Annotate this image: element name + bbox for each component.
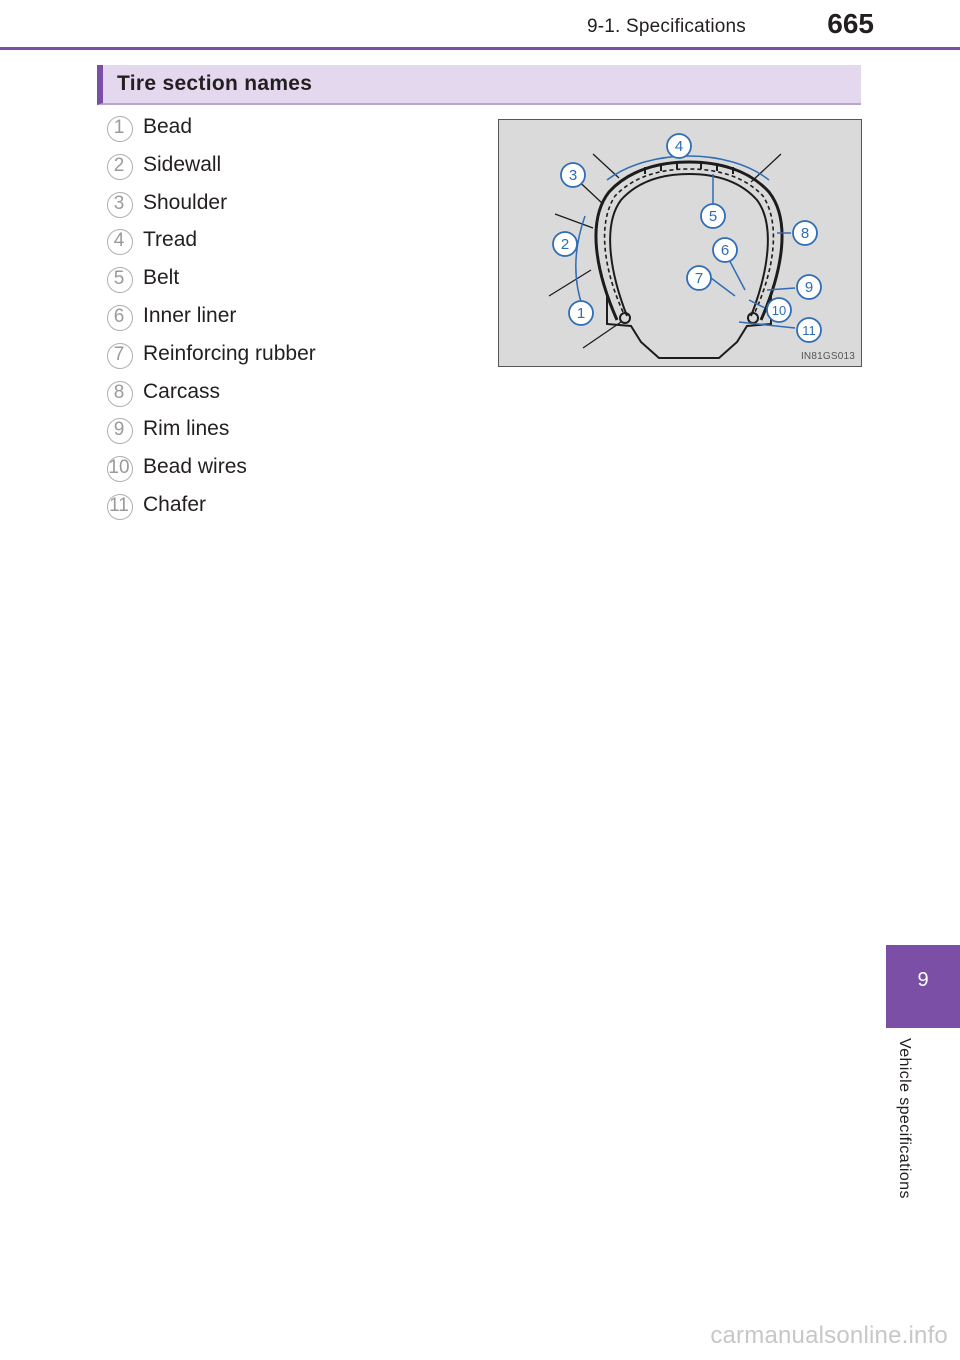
callout-label-11: 11 <box>802 323 816 338</box>
part-label: Reinforcing rubber <box>143 341 316 365</box>
item-number-badge: 8 <box>107 380 133 407</box>
tire-inner-outline <box>609 172 769 317</box>
callout-label-4: 4 <box>675 138 683 155</box>
part-label: Bead wires <box>143 455 247 479</box>
item-number-badge: 5 <box>107 267 133 294</box>
list-item: 3 Shoulder <box>100 188 480 226</box>
callout-markers <box>552 133 822 343</box>
item-number-badge: 10 <box>107 456 133 483</box>
callout-label-9: 9 <box>805 279 813 296</box>
tire-cross-section-figure: 1 2 3 4 5 6 7 8 9 10 11 IN81GS013 <box>498 119 862 367</box>
list-item: 11 Chafer <box>100 490 480 528</box>
page-number: 665 <box>827 8 874 39</box>
list-item: 8 Carcass <box>100 377 480 415</box>
callout-5 <box>700 203 726 229</box>
tire-outer-outline <box>594 160 784 321</box>
part-label: Rim lines <box>143 417 230 441</box>
item-number-badge: 11 <box>107 493 133 520</box>
tread-grooves <box>644 162 734 174</box>
callout-label-1: 1 <box>577 305 585 322</box>
item-number-badge: 6 <box>107 304 133 331</box>
part-label: Belt <box>143 266 180 290</box>
callout-8 <box>792 220 818 246</box>
chapter-tab[interactable]: 9 <box>886 945 960 1028</box>
page-header: 9-1. Specifications 665 <box>0 0 960 50</box>
chapter-number: 9 <box>917 969 929 991</box>
sidewall-dimension-arc <box>575 215 586 309</box>
callout-6 <box>712 237 738 263</box>
callout-label-3: 3 <box>569 167 577 184</box>
watermark: carmanualsonline.info <box>710 1322 948 1349</box>
bead-wire-right <box>747 312 759 324</box>
callout-label-2: 2 <box>561 236 569 253</box>
list-item: 9 Rim lines <box>100 414 480 452</box>
section-title: Tire section names <box>117 72 313 95</box>
item-number-badge: 9 <box>107 418 133 445</box>
callout-2 <box>552 231 578 257</box>
callout-9 <box>796 274 822 300</box>
part-label: Tread <box>143 228 198 252</box>
callout-4 <box>666 133 692 159</box>
section-heading-bar: Tire section names <box>97 65 861 105</box>
list-item: 4 Tread <box>100 225 480 263</box>
list-item: 1 Bead <box>100 112 480 150</box>
header-section-title: 9-1. Specifications <box>586 16 746 37</box>
list-item: 6 Inner liner <box>100 301 480 339</box>
callout-label-7: 7 <box>695 270 703 287</box>
header-rule <box>0 47 960 50</box>
tire-parts-list: 1 Bead 2 Sidewall 3 Shoulder 4 Tread 5 Belt 6… <box>100 112 480 528</box>
figure-code: IN81GS013 <box>800 351 855 362</box>
tire-cross-section-diagram: 1 2 3 4 5 6 7 8 9 10 11 <box>548 133 822 359</box>
part-label: Chafer <box>143 492 207 516</box>
callout-3 <box>560 162 586 188</box>
part-label: Carcass <box>143 379 221 403</box>
callout-label-8: 8 <box>801 225 809 242</box>
callout-7 <box>686 265 712 291</box>
item-number-badge: 2 <box>107 153 133 180</box>
item-number-badge: 3 <box>107 191 133 218</box>
item-number-badge: 7 <box>107 342 133 369</box>
list-item: 10 Bead wires <box>100 452 480 490</box>
callout-label-5: 5 <box>709 208 717 225</box>
chapter-label: Vehicle specifications <box>896 1038 913 1199</box>
callout-label-10: 10 <box>772 303 786 318</box>
list-item: 2 Sidewall <box>100 150 480 188</box>
part-label: Shoulder <box>143 190 228 214</box>
tread-dimension-arc <box>606 155 770 181</box>
callout-11 <box>796 317 822 343</box>
item-number-badge: 4 <box>107 229 133 256</box>
list-item: 7 Reinforcing rubber <box>100 339 480 377</box>
callout-label-6: 6 <box>721 242 729 259</box>
callout-1 <box>568 300 594 326</box>
bead-wire-left <box>619 312 631 324</box>
part-label: Sidewall <box>143 152 222 176</box>
wheel-rim <box>606 296 772 359</box>
item-number-badge: 1 <box>107 116 133 142</box>
part-label: Bead <box>143 115 193 138</box>
list-item: 5 Belt <box>100 263 480 301</box>
part-label: Inner liner <box>143 303 237 327</box>
callout-leaders <box>710 174 796 329</box>
callout-10 <box>766 297 792 323</box>
